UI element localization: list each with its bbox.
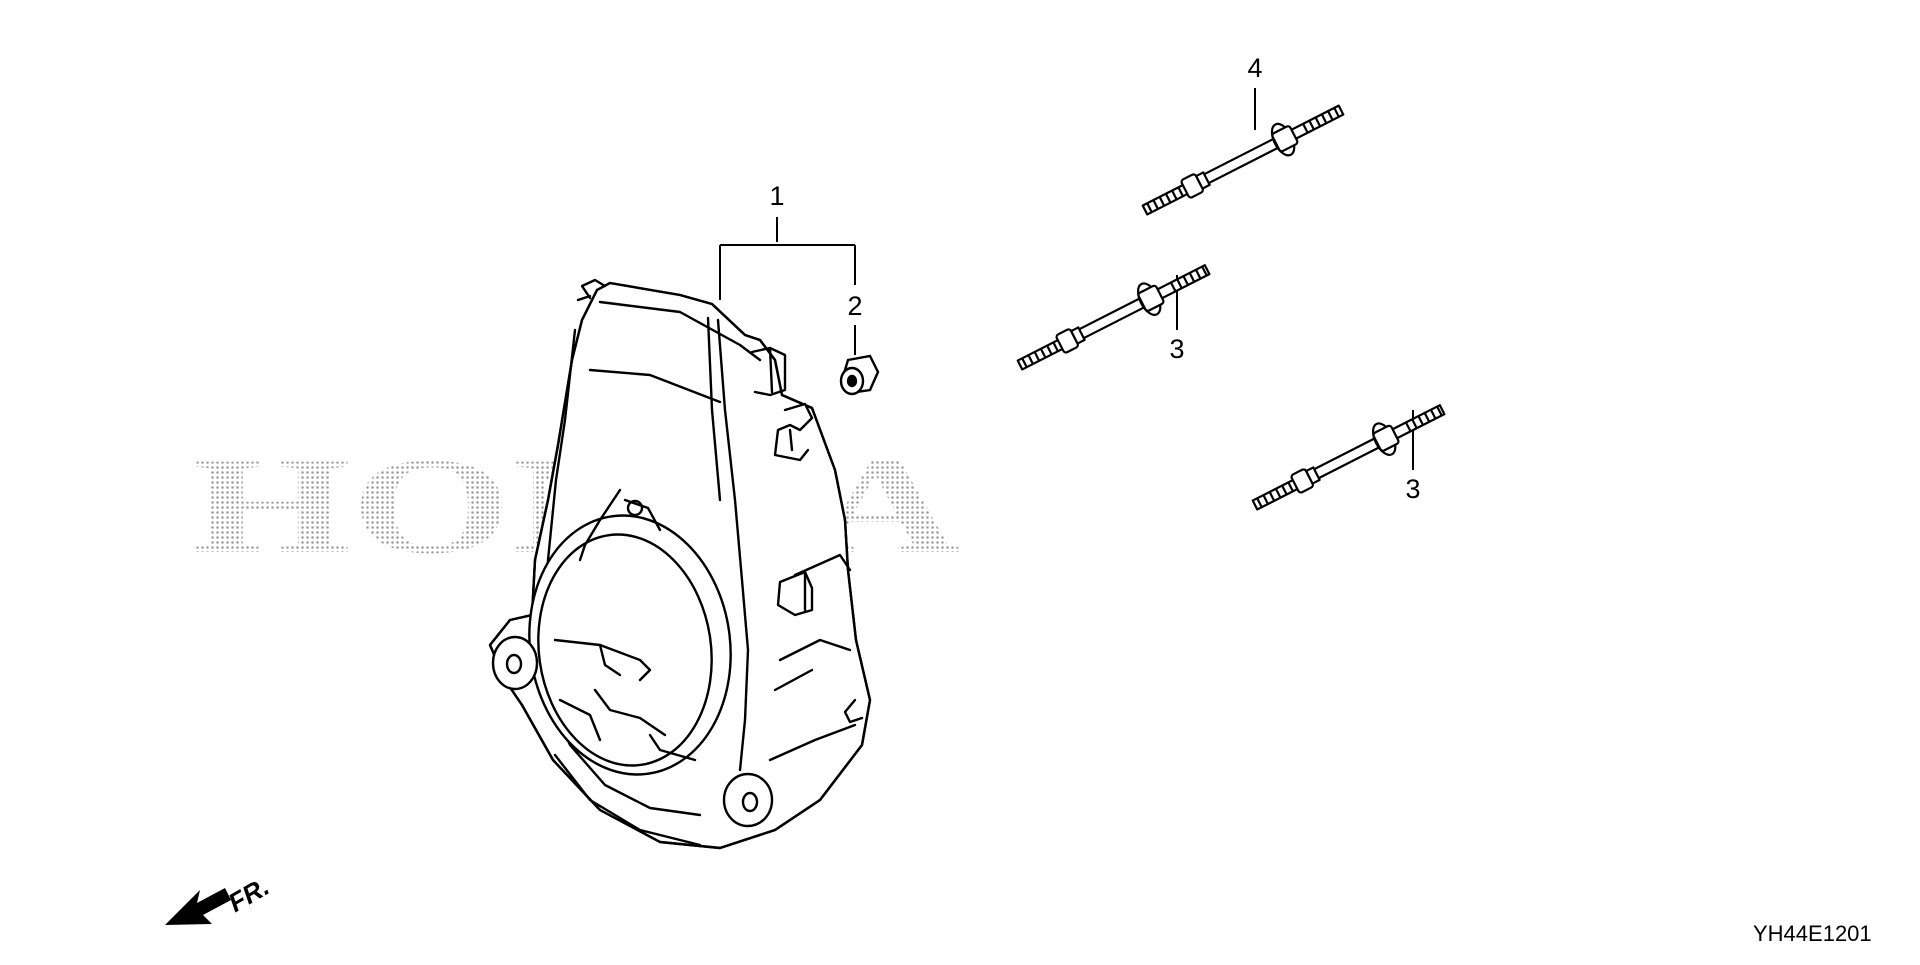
stud-bolt-3-upper xyxy=(1016,264,1211,371)
figure-code: YH44E1201 xyxy=(1753,921,1872,946)
callout-4: 4 xyxy=(1247,53,1263,83)
fan-cover xyxy=(488,278,872,850)
stud-bolt-3-lower xyxy=(1251,404,1446,511)
leader-lines xyxy=(719,88,1414,470)
grommet xyxy=(839,354,880,396)
callout-3-upper: 3 xyxy=(1169,334,1185,364)
front-arrow-icon xyxy=(165,888,231,925)
callout-2: 2 xyxy=(847,291,863,321)
stud-bolt-4 xyxy=(1141,104,1345,216)
callout-3-lower: 3 xyxy=(1405,474,1421,504)
callout-1: 1 xyxy=(769,181,785,211)
